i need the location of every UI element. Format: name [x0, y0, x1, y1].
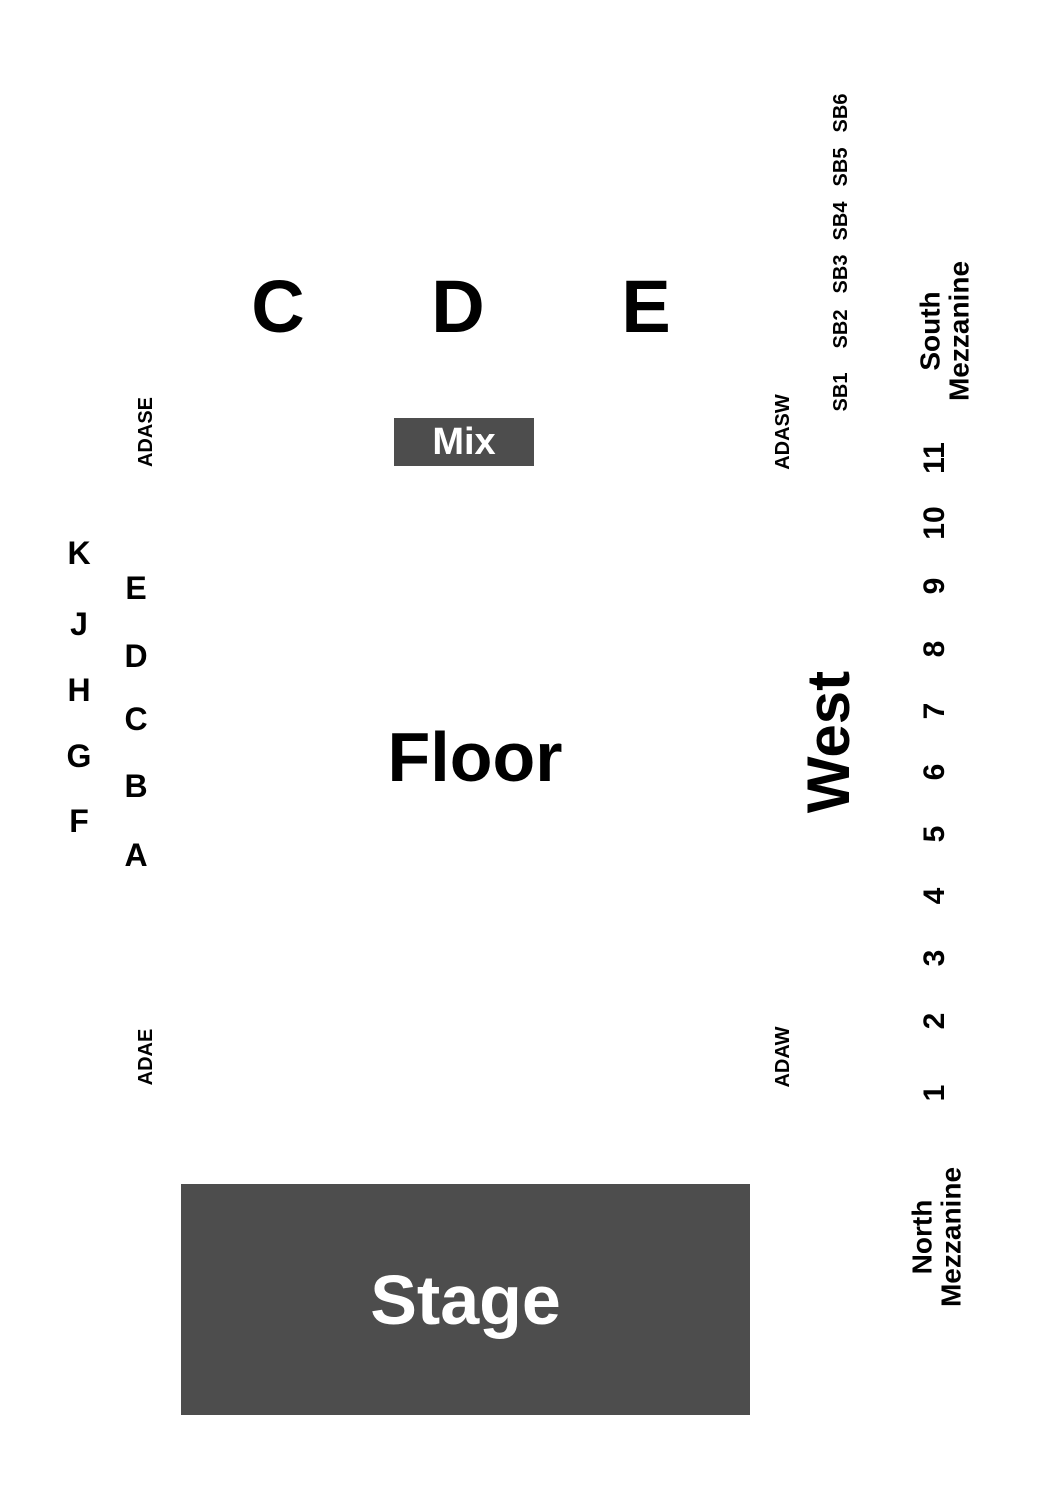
east-row-b[interactable]: B [124, 768, 148, 804]
east-row-j[interactable]: J [70, 606, 88, 642]
west-section-3[interactable]: 3 [918, 949, 951, 967]
east-row-h[interactable]: H [67, 672, 91, 708]
suite-box-sb3[interactable]: SB3 [830, 254, 852, 294]
south-mezzanine-line2: Mezzanine [944, 260, 975, 402]
east-row-c[interactable]: C [124, 701, 148, 737]
suite-box-sb6[interactable]: SB6 [830, 93, 852, 133]
suite-box-sb2[interactable]: SB2 [830, 309, 852, 349]
north-mezzanine-line2: Mezzanine [936, 1166, 967, 1308]
ada-east-label[interactable]: ADAE [135, 1028, 157, 1086]
suite-box-sb1[interactable]: SB1 [830, 372, 852, 412]
ada-west-label[interactable]: ADAW [772, 1026, 794, 1088]
east-row-g[interactable]: G [66, 738, 92, 774]
west-section-5[interactable]: 5 [918, 825, 951, 843]
west-section-9[interactable]: 9 [918, 577, 951, 595]
west-section-4[interactable]: 4 [918, 887, 951, 905]
east-row-d[interactable]: D [124, 638, 148, 674]
west-section-11[interactable]: 11 [918, 442, 951, 474]
east-row-a[interactable]: A [124, 837, 148, 873]
south-mezzanine-line1: South [914, 291, 946, 371]
floor-section[interactable]: Floor [387, 718, 563, 796]
section-d[interactable]: D [431, 265, 485, 348]
suite-box-sb5[interactable]: SB5 [830, 147, 852, 187]
west-section-6[interactable]: 6 [918, 763, 951, 781]
west-section-8[interactable]: 8 [918, 640, 951, 658]
west-section-7[interactable]: 7 [918, 702, 951, 720]
section-c[interactable]: C [251, 265, 305, 348]
west-section-1[interactable]: 1 [918, 1084, 951, 1102]
east-row-f[interactable]: F [69, 803, 89, 839]
north-mezzanine-line1: North [906, 1199, 938, 1275]
suite-box-sb4[interactable]: SB4 [830, 201, 852, 241]
west-section-2[interactable]: 2 [918, 1012, 951, 1030]
ada-southeast-label[interactable]: ADASE [135, 396, 157, 468]
north-mezzanine[interactable]: North Mezzanine [906, 1166, 967, 1308]
east-row-e[interactable]: E [125, 570, 147, 606]
stage: Stage [181, 1184, 750, 1415]
east-row-k[interactable]: K [67, 535, 91, 571]
mix-booth: Mix [394, 418, 534, 466]
west-section[interactable]: West [795, 670, 862, 814]
section-e[interactable]: E [621, 265, 671, 348]
ada-southwest-label[interactable]: ADASW [772, 394, 794, 470]
west-section-10[interactable]: 10 [918, 506, 951, 540]
south-mezzanine[interactable]: South Mezzanine [914, 260, 975, 402]
